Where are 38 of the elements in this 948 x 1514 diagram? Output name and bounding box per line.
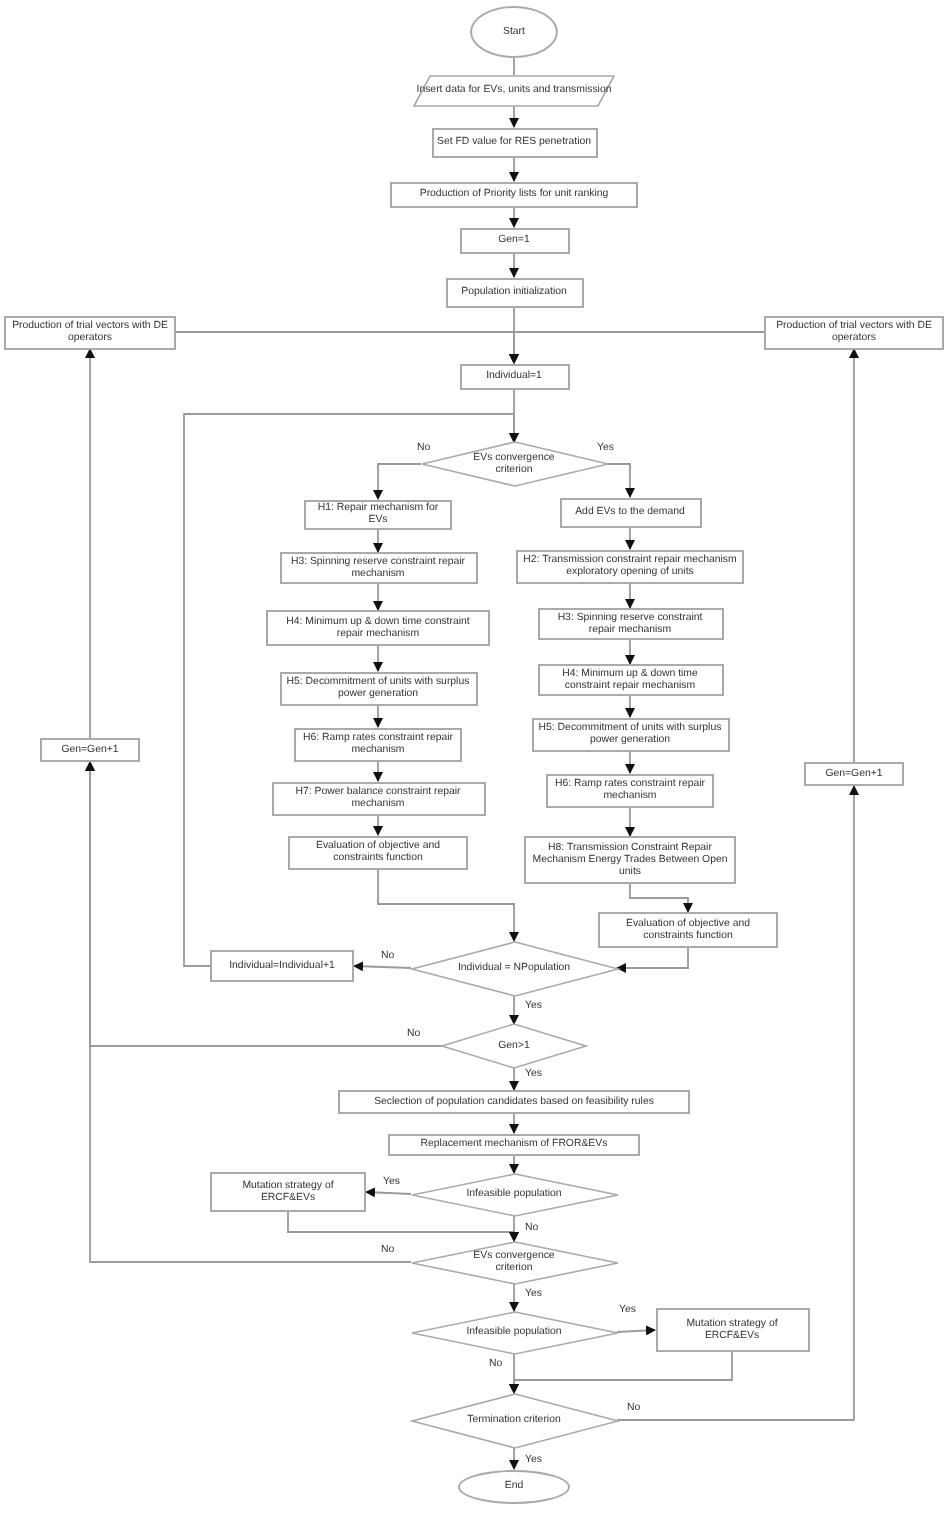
connector-arrow [509,1113,519,1134]
connector-arrow [509,156,519,182]
connector-arrow [373,814,383,836]
connector-arrow [509,1214,519,1242]
connector-arrow [616,1325,656,1336]
connector-arrow [377,868,519,942]
connector-arrow [373,528,383,553]
connector-arrow [373,583,383,611]
connector-arrow [509,1154,519,1174]
connector-arrow [365,1187,412,1198]
connector-arrow [616,947,689,973]
connector-arrow [353,961,412,972]
connector-arrow [509,104,519,128]
connector-arrow [606,463,635,498]
connector-arrow [625,750,635,774]
connector-arrow [85,761,412,1263]
connector-arrow [183,413,519,967]
connector-arrow [509,331,765,364]
connector-arrow [625,639,635,665]
connector-arrow [625,526,635,550]
connector-arrow [373,463,422,500]
connector-arrow [509,1282,519,1312]
connector-arrow [616,785,859,1421]
connector-arrow [625,806,635,837]
connector-arrow [509,1446,519,1470]
connector-arrow [509,252,519,278]
connector-arrow [373,645,383,672]
connector-arrow [629,883,693,913]
connector-arrow [373,760,383,782]
connector-arrow [625,582,635,609]
connector-arrow [509,206,519,228]
connector-arrow [509,994,519,1025]
connector-arrow [849,348,859,763]
connector-arrow [509,1352,519,1394]
connector-arrow [373,704,383,728]
connector-arrow [625,695,635,718]
connector-arrow [85,348,95,739]
connector-arrow [509,1067,519,1091]
